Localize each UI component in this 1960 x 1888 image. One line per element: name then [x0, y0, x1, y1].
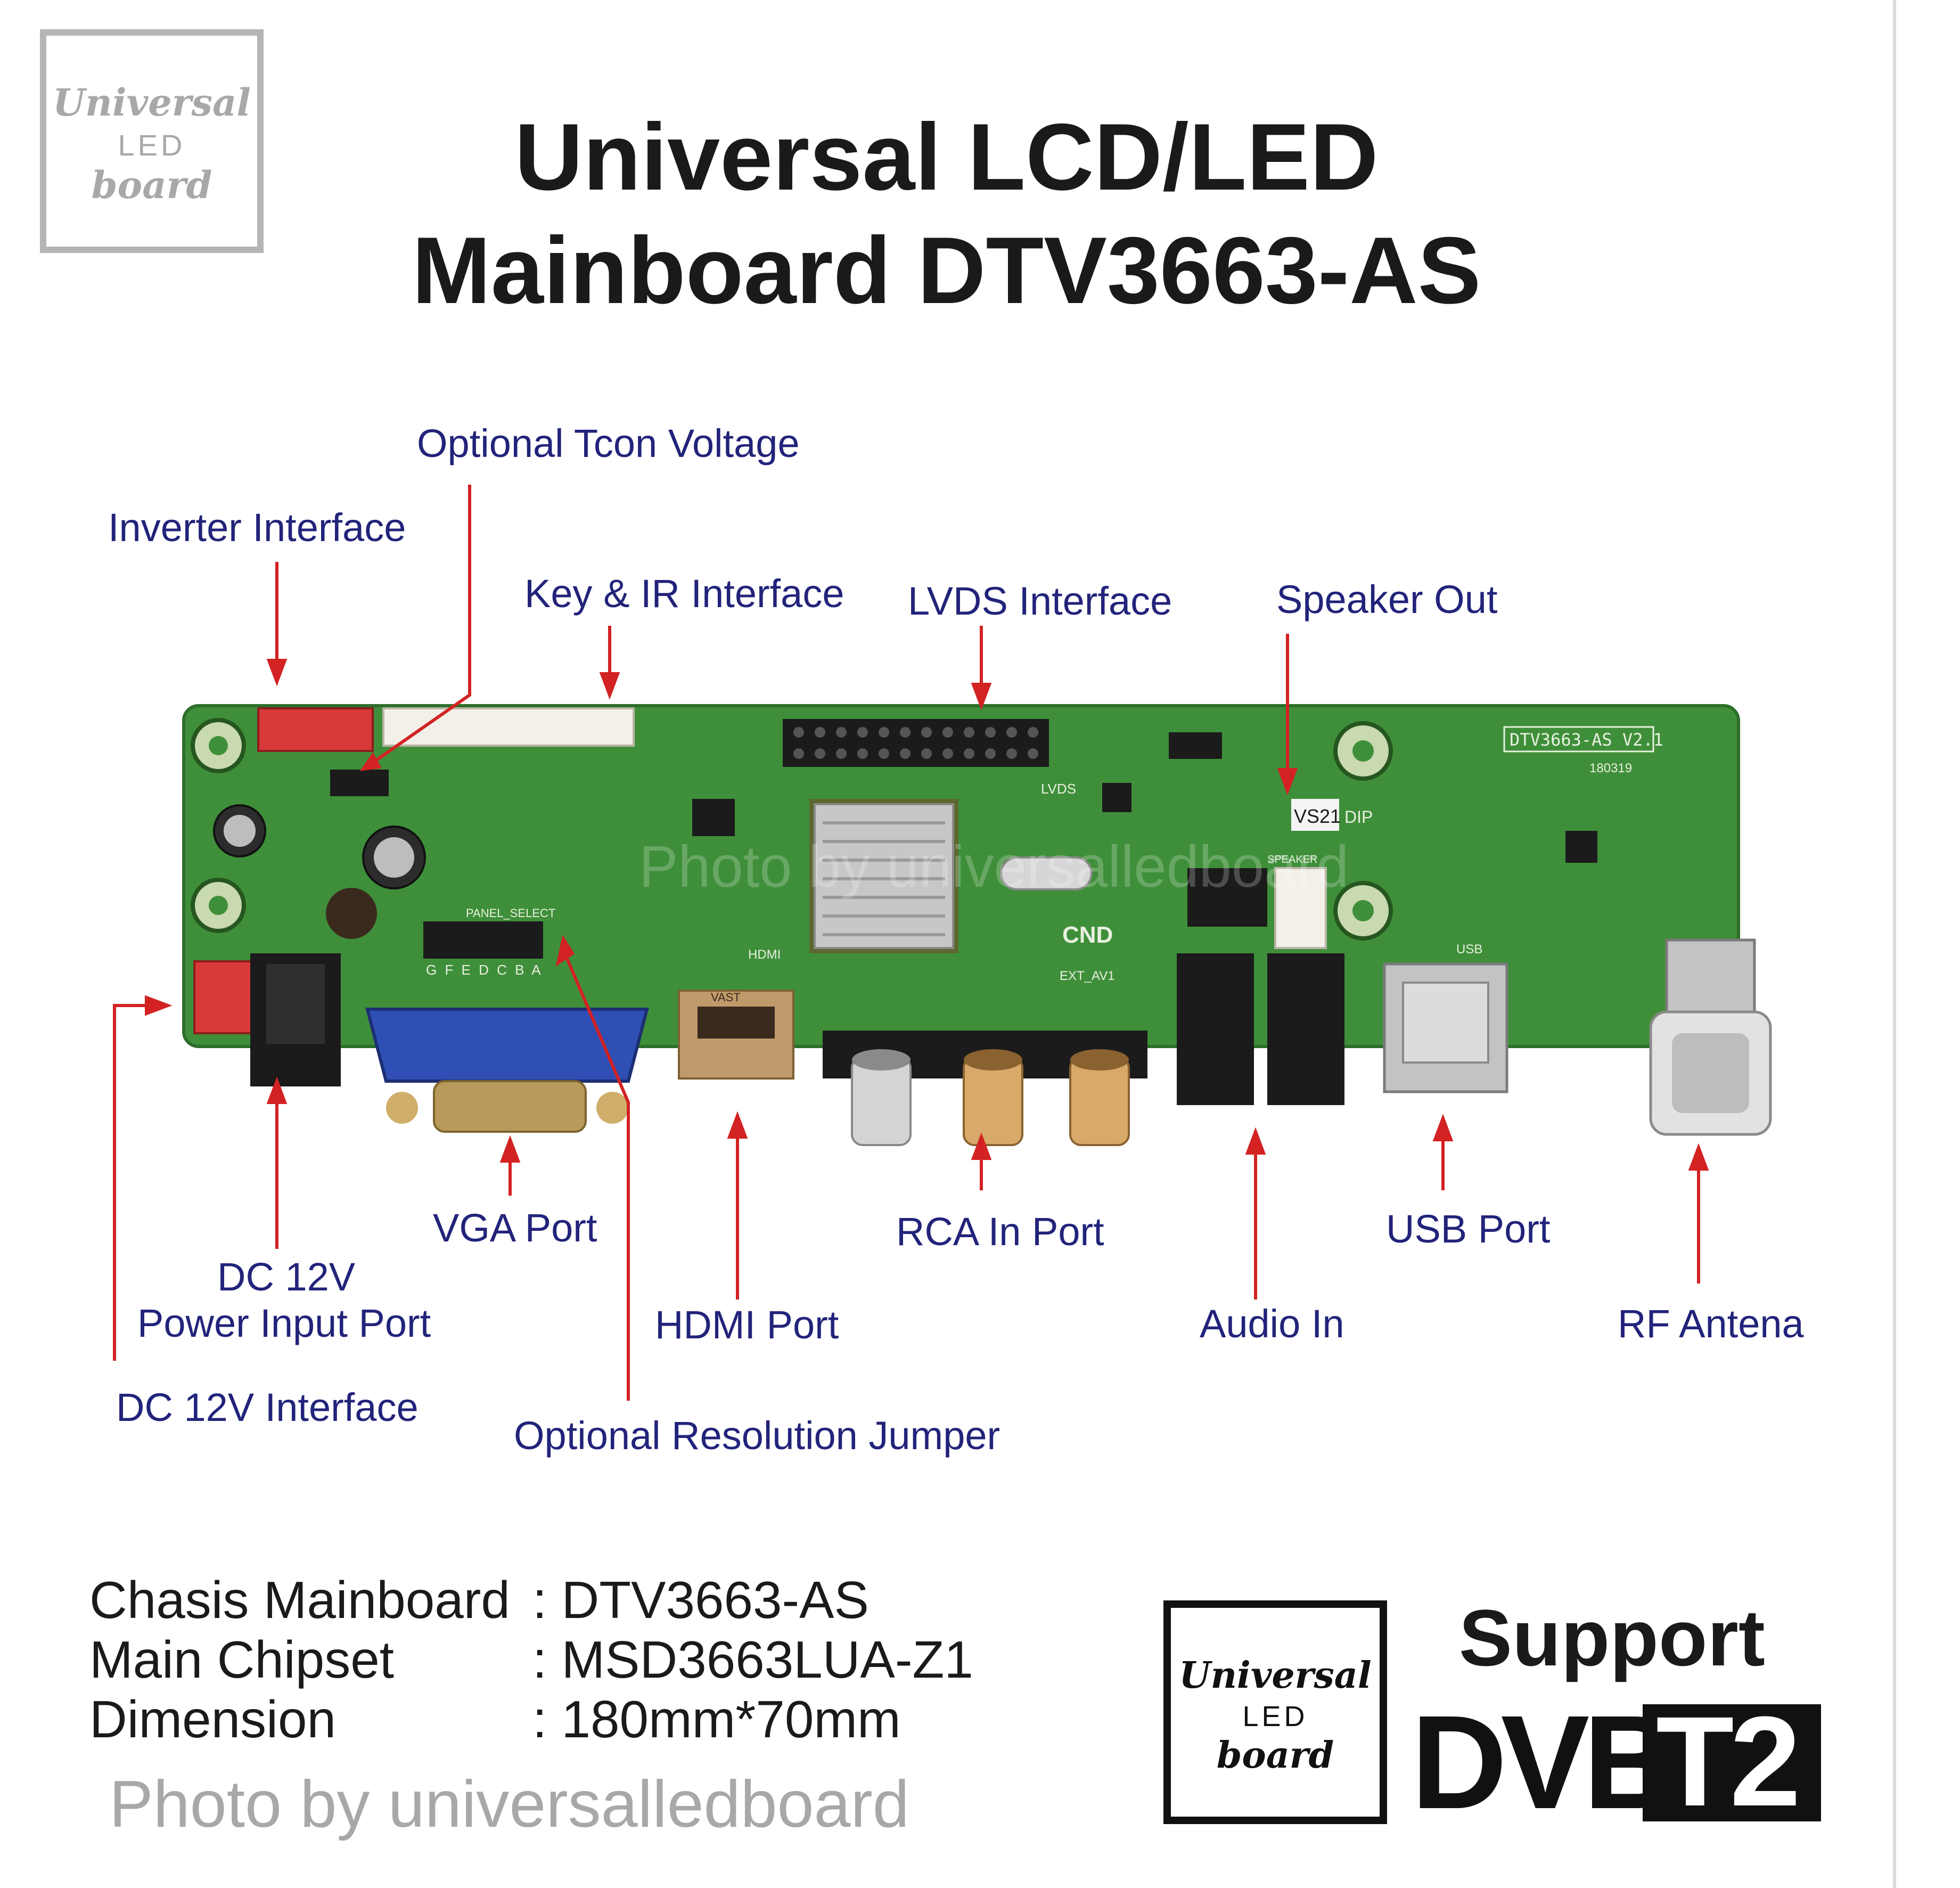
logo-bottom: Universal LED board [1163, 1600, 1387, 1824]
panel-select-jumper [423, 921, 543, 959]
rca-ports [823, 1031, 1147, 1146]
label-lvds-interface: LVDS Interface [908, 579, 1172, 623]
jumper-letters-silk: G F E D C B A [426, 962, 543, 978]
board-watermark: Photo by universalledboard [639, 834, 1349, 900]
label-audio-in: Audio In [1200, 1302, 1344, 1346]
label-optional-tcon-voltage: Optional Tcon Voltage [417, 421, 800, 465]
ext-av-silk: EXT_AV1 [1060, 969, 1115, 983]
chip-label: VS21 [1294, 805, 1341, 827]
spec-key-chasis: Chasis Mainboard [89, 1571, 510, 1629]
logo-line2: LED [118, 128, 186, 162]
spec-key-chipset: Main Chipset [89, 1630, 394, 1689]
photo-credit: Photo by universalledboard [109, 1768, 909, 1841]
lvds-header [783, 719, 1049, 767]
hdmi-connector-logo: VAST [711, 991, 741, 1004]
hdmi-silk: HDMI [748, 947, 781, 962]
label-key-ir-interface: Key & IR Interface [524, 571, 844, 616]
dip-label: DIP [1344, 807, 1373, 827]
label-speaker-out: Speaker Out [1276, 577, 1498, 622]
key-ir-connector [382, 707, 635, 747]
label-rf-antena: RF Antena [1618, 1302, 1804, 1346]
pcb-board [184, 706, 1738, 1047]
label-hdmi-port: HDMI Port [655, 1303, 839, 1347]
lvds-silk: LVDS [1041, 781, 1076, 797]
vga-port [365, 1008, 649, 1083]
label-optional-resolution-jumper: Optional Resolution Jumper [514, 1413, 1000, 1458]
support-label: Support [1459, 1593, 1765, 1682]
label-usb-port: USB Port [1386, 1207, 1551, 1251]
audio-jack-2 [1267, 953, 1344, 1105]
page-title-line1: Universal LCD/LED [514, 104, 1379, 210]
logo-top-left-art: Universal LED board [53, 80, 251, 207]
inductor [326, 888, 377, 939]
callout-arrows [113, 485, 1709, 1401]
panel-select-silk: PANEL_SELECT [466, 906, 555, 920]
audio-jack-1 [1177, 953, 1254, 1105]
heatsink [814, 803, 954, 949]
label-dc12v-line1: DC 12V [217, 1255, 356, 1299]
logo-bottom-line2: LED [1242, 1701, 1308, 1732]
logo-line3: board [92, 163, 212, 207]
mounting-holes [191, 718, 1393, 941]
logo-bottom-line1: Universal [1179, 1654, 1371, 1697]
label-dc12v-line2: Power Input Port [137, 1301, 431, 1345]
label-dc12v-interface: DC 12V Interface [116, 1385, 419, 1429]
label-inverter-interface: Inverter Interface [108, 505, 406, 550]
inverter-connector [257, 707, 374, 752]
spec-value-chasis: : DTV3663-AS [532, 1571, 869, 1629]
label-vga-port: VGA Port [433, 1206, 597, 1250]
board-model-silk: DTV3663-AS V2.1 [1510, 730, 1663, 750]
speaker-connector [1274, 867, 1327, 949]
spec-value-chipset: : MSD3663LUA-Z1 [532, 1630, 973, 1689]
spec-key-dimension: Dimension [89, 1690, 336, 1748]
board-date-code: 180319 [1589, 761, 1632, 775]
speaker-silk: SPEAKER [1267, 854, 1317, 865]
label-rca-in-port: RCA In Port [896, 1209, 1104, 1254]
right-border [1893, 0, 1896, 1888]
logo-line1: Universal [53, 80, 251, 125]
logo-bottom-art: Universal LED board [1179, 1654, 1371, 1777]
usb-silk: USB [1456, 942, 1482, 957]
spec-value-dimension: : 180mm*70mm [532, 1690, 901, 1748]
logo-bottom-line3: board [1217, 1734, 1334, 1777]
crystal [1000, 856, 1093, 890]
audio-amp-ic [1187, 868, 1267, 927]
logo-top-left: Universal LED board [40, 29, 264, 253]
cnd-logo: CND [1062, 922, 1113, 948]
page-title-line2: Mainboard DTV3663-AS [412, 217, 1481, 323]
dc12v-interface-connector [193, 960, 254, 1034]
